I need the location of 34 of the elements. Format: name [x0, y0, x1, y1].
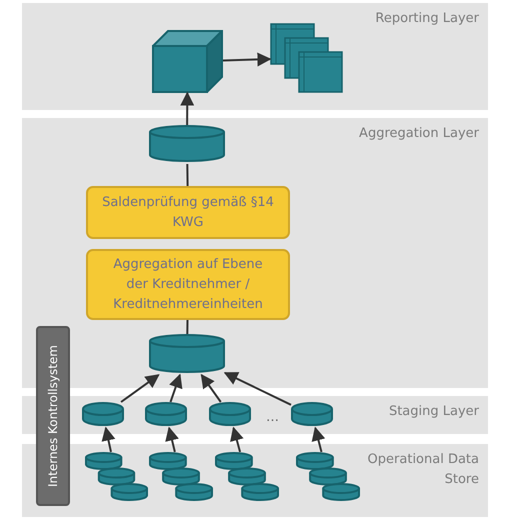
arrow	[200, 374, 222, 403]
layer-label: Reporting Layer	[375, 10, 479, 28]
ellipsis-label: …	[266, 410, 279, 425]
database-cylinder	[149, 334, 225, 375]
arrow	[102, 426, 116, 452]
arrow	[222, 52, 272, 66]
database-cylinder	[145, 402, 187, 428]
process-text: Saldenprüfung gemäß §14 KWG	[102, 194, 274, 232]
database-stack-icon	[296, 452, 360, 503]
database-cylinder	[291, 402, 333, 428]
arrow	[169, 374, 182, 402]
database-cylinder	[82, 402, 124, 428]
vertical-label: Internes Kontrollsystem	[46, 345, 60, 487]
cube-icon	[152, 30, 223, 93]
database-stack-icon	[215, 452, 279, 503]
layer-label: Staging Layer	[388, 403, 479, 421]
process-text: Aggregation auf Ebene der Kreditnehmer / Kreditnehmereinheiten	[112, 256, 264, 314]
layer-label: Aggregation Layer	[359, 125, 479, 143]
arrow	[230, 426, 244, 452]
database-cylinder	[149, 125, 225, 164]
arrow	[224, 372, 292, 406]
database-cylinder	[209, 402, 251, 428]
control-system-bar	[36, 326, 70, 506]
process-box	[86, 249, 290, 320]
layer-band	[22, 3, 488, 110]
database-stack-icon	[149, 452, 213, 503]
arrow	[165, 426, 179, 452]
process-box	[86, 186, 290, 239]
arrow	[120, 374, 160, 403]
database-stack-icon	[85, 452, 148, 503]
arrow	[312, 426, 326, 452]
report-pages-icon	[270, 23, 344, 93]
arrow	[180, 92, 194, 125]
layer-label: Operational Data Store	[366, 451, 479, 489]
